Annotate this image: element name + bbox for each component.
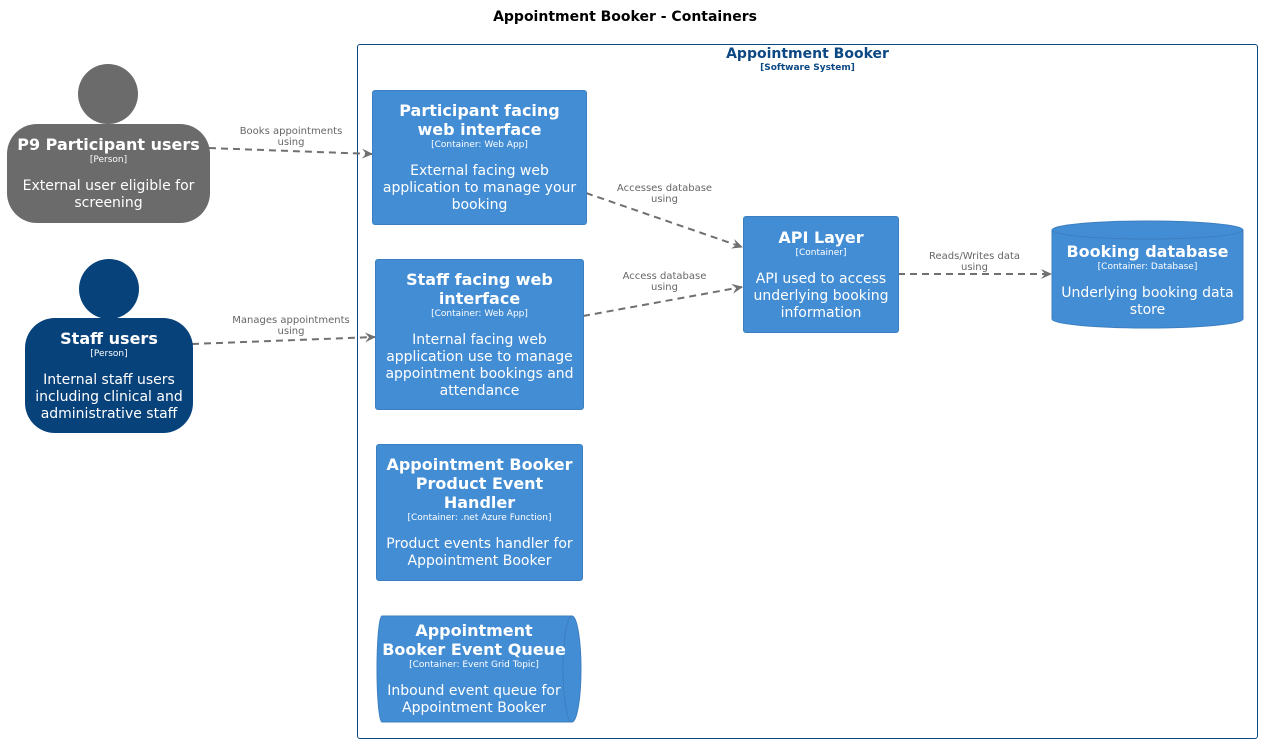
label-accesses-database: Accesses database using bbox=[616, 183, 713, 205]
api-layer-container[interactable]: API Layer [Container] API used to access… bbox=[743, 216, 899, 333]
queue-text: Appointment Booker Event Queue [Containe… bbox=[376, 615, 572, 723]
staff-desc: Internal staff users including clinical … bbox=[35, 371, 183, 422]
staff-name: Staff users bbox=[60, 328, 158, 348]
arrow-access-database bbox=[582, 283, 743, 317]
container-type: [Container] bbox=[795, 247, 847, 258]
label-reads-writes: Reads/Writes data using bbox=[928, 251, 1021, 273]
container-type: [Container: Web App] bbox=[431, 140, 528, 150]
diagram-title: Appointment Booker - Containers bbox=[493, 9, 757, 25]
container-type: [Container: Web App] bbox=[431, 308, 528, 319]
database-cylinder-icon bbox=[1051, 220, 1244, 329]
staff-users-person[interactable]: Staff users [Person] Internal staff user… bbox=[25, 318, 193, 433]
container-desc: External facing web application to manag… bbox=[382, 163, 577, 213]
participant-web-interface-container[interactable]: Participant facing web interface [Contai… bbox=[372, 90, 587, 225]
container-desc: Product events handler for Appointment B… bbox=[386, 536, 573, 569]
container-name: Staff facing web interface bbox=[406, 269, 553, 308]
container-type: [Container: Event Grid Topic] bbox=[409, 660, 539, 670]
arrow-manages bbox=[191, 332, 376, 345]
container-name: Appointment Booker Product Event Handler bbox=[386, 455, 573, 512]
queue-cylinder-icon bbox=[376, 615, 582, 723]
staff-web-interface-container[interactable]: Staff facing web interface [Container: W… bbox=[375, 259, 584, 410]
participant-person-head bbox=[78, 64, 138, 124]
container-name: API Layer bbox=[778, 227, 864, 247]
container-type: [Container: Database] bbox=[1097, 261, 1198, 272]
software-system-boundary bbox=[357, 44, 1258, 739]
label-manages: Manages appointments using bbox=[232, 315, 350, 337]
event-queue-container[interactable]: Appointment Booker Event Queue [Containe… bbox=[376, 615, 582, 723]
event-handler-container[interactable]: Appointment Booker Product Event Handler… bbox=[376, 444, 583, 581]
label-access-database: Access database using bbox=[622, 271, 707, 293]
arrow-accesses-database bbox=[585, 192, 743, 249]
container-desc: Underlying booking data store bbox=[1061, 284, 1234, 318]
container-desc: Internal facing web application use to m… bbox=[385, 331, 574, 399]
container-name: Appointment Booker Event Queue bbox=[382, 621, 566, 659]
container-name: Booking database bbox=[1066, 241, 1229, 261]
container-type: [Container: .net Azure Function] bbox=[407, 513, 552, 523]
database-text: Booking database [Container: Database] U… bbox=[1051, 234, 1244, 326]
participant-users-person[interactable]: P9 Participant users [Person] External u… bbox=[7, 124, 210, 223]
staff-type: [Person] bbox=[90, 348, 128, 359]
boundary-type: [Software System] bbox=[760, 63, 855, 73]
container-desc: API used to access underlying booking in… bbox=[753, 270, 889, 321]
label-books: Books appointments using bbox=[239, 126, 343, 148]
container-name: Participant facing web interface bbox=[399, 101, 560, 139]
participant-type: [Person] bbox=[89, 155, 128, 165]
participant-name: P9 Participant users bbox=[17, 135, 200, 154]
container-desc: Inbound event queue for Appointment Book… bbox=[387, 683, 561, 716]
boundary-name: Appointment Booker bbox=[726, 46, 889, 62]
participant-desc: External user eligible for screening bbox=[22, 178, 195, 211]
arrow-books bbox=[208, 147, 373, 159]
booking-database-container[interactable]: Booking database [Container: Database] U… bbox=[1051, 220, 1244, 329]
staff-person-head bbox=[79, 259, 139, 319]
